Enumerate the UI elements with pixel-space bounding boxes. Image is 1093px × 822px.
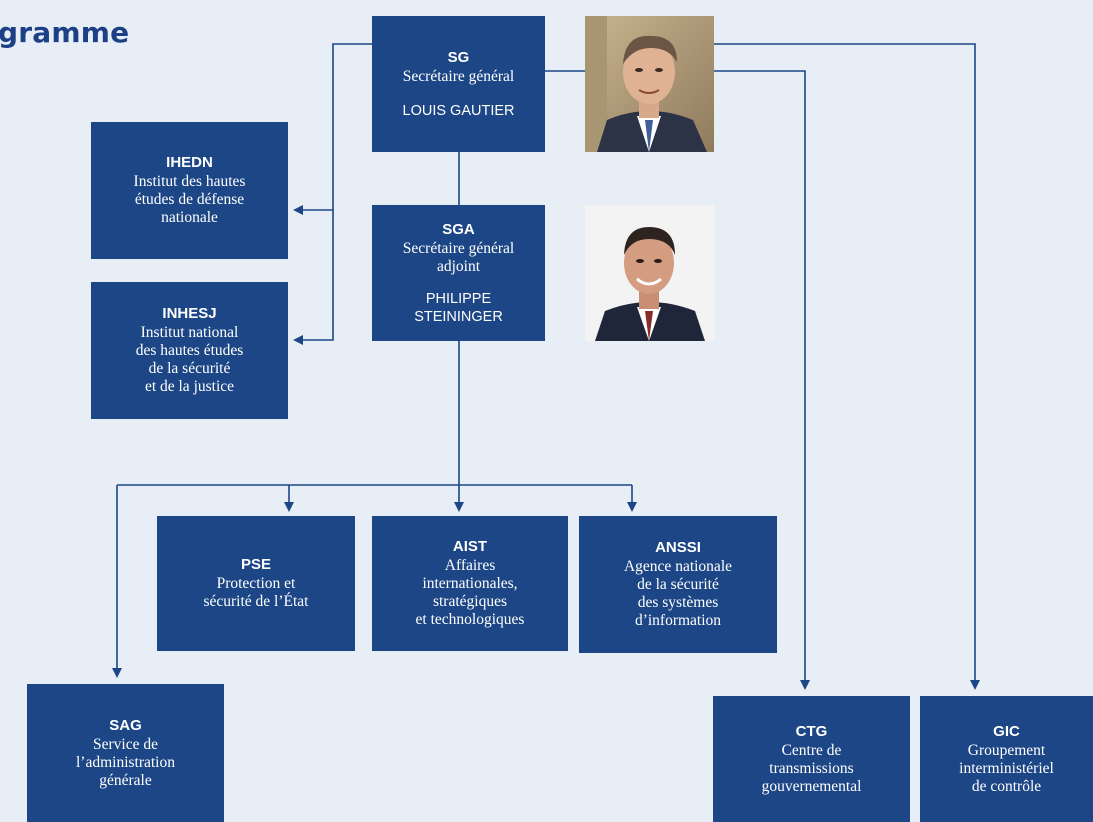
ihedn-box: IHEDN Institut des hautes études de défe… [91,122,288,259]
anssi-box: ANSSI Agence nationale de la sécurité de… [579,516,777,653]
gic-box: GIC Groupement interministériel de contr… [920,696,1093,822]
inhesj-box: INHESJ Institut national des hautes étud… [91,282,288,419]
aist-label: Affaires internationales, stratégiques e… [415,557,525,628]
inhesj-abbr: INHESJ [162,305,217,322]
ctg-label: Centre de transmissions gouvernemental [761,741,862,795]
sg-portrait-photo [585,16,714,152]
sga-label: Secrétaire général adjoint [402,239,515,275]
gic-label: Groupement interministériel de contrôle [959,741,1054,795]
ctg-box: CTG Centre de transmissions gouvernement… [713,696,910,822]
aist-box: AIST Affaires internationales, stratégiq… [372,516,568,651]
sg-box: SG Secrétaire général LOUIS GAUTIER [372,16,545,152]
ctg-abbr: CTG [795,722,828,740]
anssi-label: Agence nationale de la sécurité des syst… [623,558,732,629]
sag-label: Service de l’administration générale [75,735,175,789]
anssi-abbr: ANSSI [655,539,701,556]
sg-abbr: SG [447,48,470,66]
sag-box: SAG Service de l’administration générale [27,684,224,822]
pse-abbr: PSE [240,556,271,573]
page-title: gramme [0,16,130,49]
pse-label: Protection et sécurité de l’État [203,575,309,610]
pse-box: PSE Protection et sécurité de l’État [157,516,355,651]
sga-abbr: SGA [442,220,475,238]
gic-abbr: GIC [993,722,1020,740]
ihedn-abbr: IHEDN [166,154,213,171]
inhesj-label: Institut national des hautes études de l… [135,324,244,395]
link-sg-inhesj [293,210,334,345]
sga-box: SGA Secrétaire général adjoint PHILIPPE … [372,205,545,341]
link-sg-gic [714,43,980,690]
sga-portrait-photo [585,205,714,341]
aist-abbr: AIST [452,538,488,555]
sg-label: Secrétaire général [402,67,515,85]
sga-person: PHILIPPE STEININGER [414,290,503,325]
link-sg-ihedn [293,43,372,215]
sag-abbr: SAG [109,716,142,734]
sg-person: LOUIS GAUTIER [402,102,515,119]
ihedn-label: Institut des hautes études de défense na… [133,173,246,226]
